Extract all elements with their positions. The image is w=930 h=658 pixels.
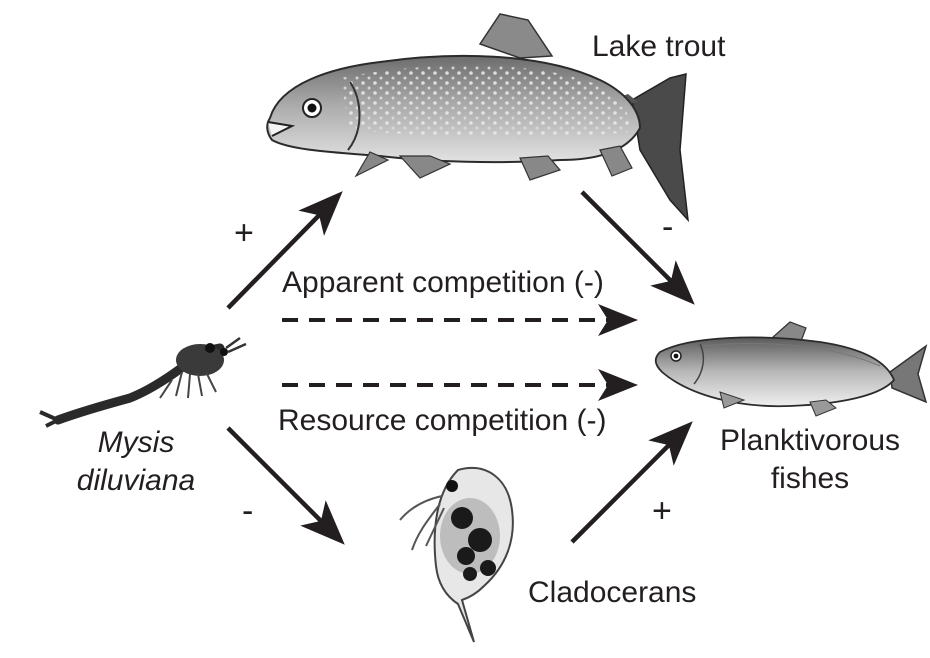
sign-mysis-to-cladocerans: -	[242, 494, 253, 528]
sign-cladocerans-to-planktivores: +	[652, 494, 672, 528]
mysis-shrimp-icon	[40, 338, 246, 426]
cladocerans-label: Cladocerans	[528, 576, 696, 610]
cladoceran-icon	[400, 468, 513, 642]
sign-mysis-to-trout: +	[234, 216, 254, 250]
mysis-label-line1: Mysis	[66, 426, 206, 460]
apparent-competition-label: Apparent competition (-)	[282, 266, 604, 300]
sign-trout-to-planktivores: -	[662, 210, 673, 244]
resource-competition-label: Resource competition (-)	[278, 404, 606, 438]
mysis-label-line2: diluviana	[66, 464, 206, 498]
planktivorous-label-line2: fishes	[700, 462, 920, 496]
lake-trout-label: Lake trout	[592, 30, 725, 64]
planktivorous-label-line1: Planktivorous	[700, 424, 920, 458]
planktivorous-fish-icon	[656, 322, 926, 416]
